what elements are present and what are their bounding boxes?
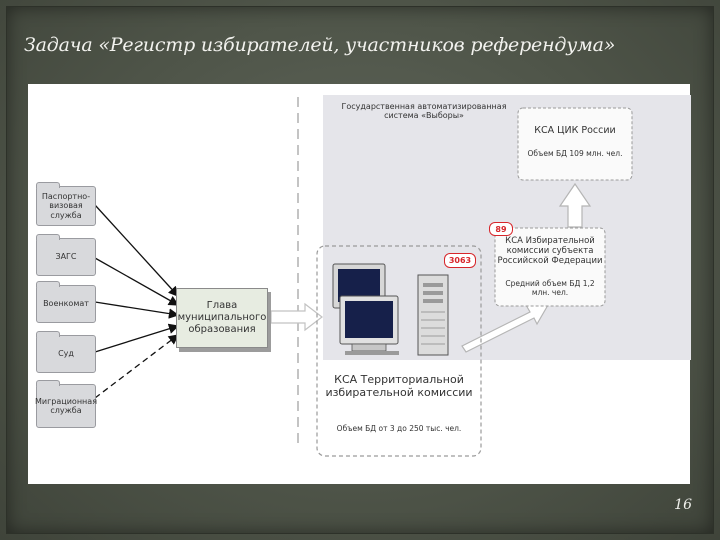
source-zags: ЗАГС (36, 234, 96, 276)
head-municipality-box: Глава муниципального образования (176, 288, 268, 348)
server-tower-icon (417, 274, 449, 356)
arrow-military-to-head (94, 301, 180, 319)
source-migration-service: Миграционная служба (35, 380, 97, 428)
page-number: 16 (674, 497, 692, 513)
territorial-db-size: Объем БД от 3 до 250 тыс. чел. (336, 424, 462, 433)
slide-title: Задача «Регистр избирателей, участников … (24, 34, 616, 56)
source-military-label: Военкомат (43, 299, 89, 309)
source-zags-label: ЗАГС (55, 252, 77, 262)
slide-frame (6, 6, 714, 534)
arrow-court-to-head (94, 323, 180, 353)
cik-title: КСА ЦИК России (534, 125, 616, 136)
source-passport-service: Паспортно-визовая служба (36, 182, 96, 226)
source-passport-label: Паспортно-визовая служба (41, 192, 91, 220)
subject-db-size: Средний объем БД 1,2 млн. чел. (505, 279, 595, 297)
arrow-subject-to-cik (558, 182, 592, 228)
gas-vybory-label: Государственная автоматизированная систе… (341, 102, 507, 121)
source-court-label: Суд (58, 349, 74, 359)
arrow-territorial-to-subject (461, 304, 550, 353)
arrow-zags-to-head (94, 257, 180, 306)
territorial-count-badge: 3063 (444, 253, 476, 268)
head-municipality-label: Глава муниципального образования (177, 300, 267, 335)
arrow-head-to-territorial (270, 302, 323, 332)
cik-box-outline (517, 107, 633, 181)
source-military: Военкомат (36, 281, 96, 323)
monitor-front-icon (339, 295, 399, 355)
subject-box-outline (494, 227, 606, 307)
source-court: Суд (36, 331, 96, 373)
territorial-zone-outline (316, 245, 482, 457)
subject-title: КСА Избирательной комиссии субъекта Росс… (497, 236, 603, 267)
subject-count-badge: 89 (489, 222, 513, 236)
cik-db-size: Объем БД 109 млн. чел. (527, 149, 623, 158)
source-migration-label: Миграционная служба (35, 396, 97, 415)
arrow-migration-to-head (94, 334, 180, 399)
territorial-title: КСА Территориальной избирательной комисс… (325, 373, 473, 399)
arrow-passport-to-head (94, 204, 179, 297)
